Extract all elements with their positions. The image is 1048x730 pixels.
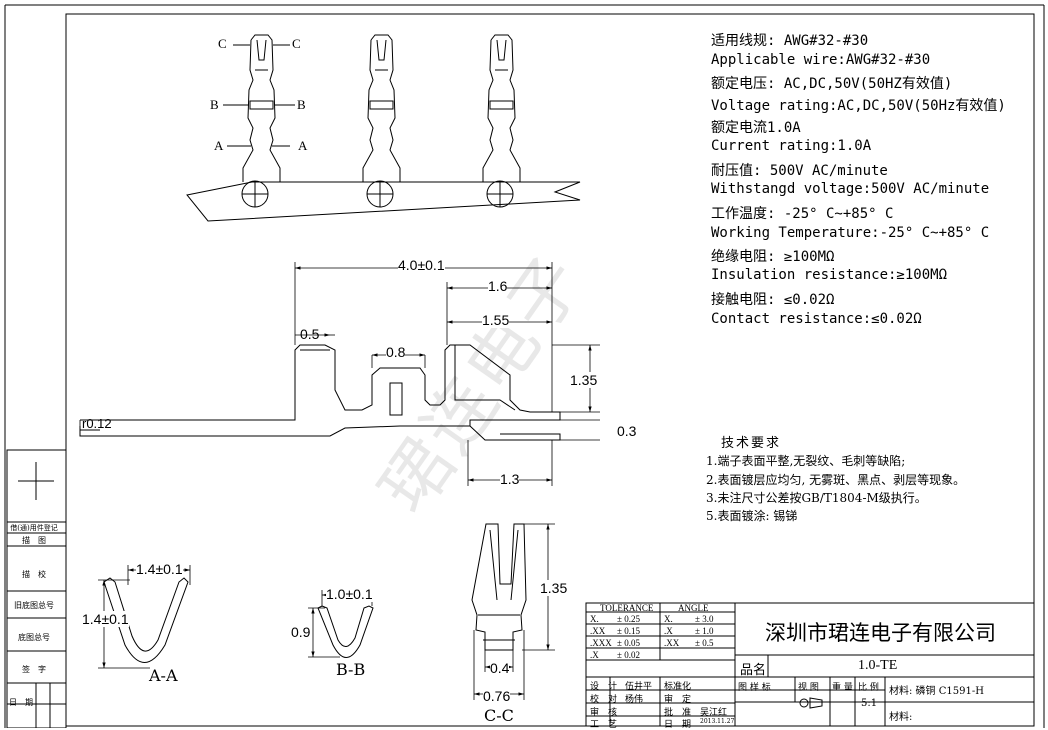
dim-cc-width: 0.4 <box>490 660 510 676</box>
product-label: 品名 <box>740 663 767 678</box>
ang-val: ± 0.5 <box>695 638 714 648</box>
side-label: 底图总号 <box>18 633 50 642</box>
tol-val: ± 0.05 <box>617 638 640 648</box>
label-a-left: A <box>214 138 224 153</box>
dim-cc-height: 1.35 <box>540 580 568 596</box>
tol-key: X. <box>590 614 599 624</box>
side-label: 签 字 <box>22 665 46 674</box>
signoff-name: 吴江红 <box>700 708 728 718</box>
angle-header: ANGLE <box>678 603 709 613</box>
dim-bb-height: 0.9 <box>291 624 311 640</box>
spec-line: 适用线规: AWG#32-#30 <box>711 33 869 49</box>
requirements-title: 技术要求 <box>721 436 782 451</box>
dim-0-8: 0.8 <box>386 344 406 360</box>
ang-val: ± 3.0 <box>695 614 714 624</box>
product-value: 1.0-TE <box>858 658 898 673</box>
spec-line: Applicable wire:AWG#32-#30 <box>711 52 931 68</box>
signoff-role: 审 核 <box>590 708 618 718</box>
title-block <box>585 602 1035 727</box>
dim-1-3: 1.3 <box>500 471 520 487</box>
section-label-cc: C-C <box>484 706 514 725</box>
dim-0-3: 0.3 <box>617 423 637 439</box>
label-c-right: C <box>292 36 301 51</box>
label-a-right: A <box>298 138 308 153</box>
spec-line: Current rating:1.0A <box>711 138 872 154</box>
tol-key: .XXX <box>590 638 612 648</box>
ang-val: ± 1.0 <box>695 626 714 636</box>
section-aa-shape <box>103 577 189 663</box>
dim-aa-height: 1.4±0.1 <box>82 611 129 627</box>
terminal-side-view <box>79 344 561 437</box>
side-label: 借(通)用件登记 <box>10 524 58 532</box>
spec-line: 额定电压: AC,DC,50V(50HZ有效值) <box>711 76 953 92</box>
company-name: 深圳市珺连电子有限公司 <box>765 621 996 645</box>
label-b-right: B <box>297 97 306 112</box>
tolerance-header: TOLERANCE <box>600 603 654 613</box>
dim-bb-width: 1.0±0.1 <box>326 586 373 602</box>
dim-length: 4.0±0.1 <box>398 257 445 273</box>
dim-1-6: 1.6 <box>488 278 508 294</box>
side-label: 日 期 <box>9 698 33 707</box>
signoff-name: 杨伟 <box>625 695 644 705</box>
ang-key: .XX <box>664 638 680 648</box>
sheet-label: 图 样 标 <box>738 683 771 693</box>
dim-aa-width: 1.4±0.1 <box>136 561 183 577</box>
signoff-role: 批 准 <box>664 708 692 718</box>
signoff-name: 伍井平 <box>625 682 653 692</box>
requirement-item: 2.表面镀层应均匀, 无雾斑、黑点、剥层等现象。 <box>706 473 966 487</box>
spec-line: Working Temperature:-25° C~+85° C <box>711 225 990 241</box>
ang-key: X. <box>664 614 673 624</box>
spec-line: Withstangd voltage:500V AC/minute <box>711 181 990 197</box>
signoff-role: 标准化 <box>664 682 692 692</box>
requirement-item: 3.未注尺寸公差按GB/T1804-M级执行。 <box>706 491 927 505</box>
sheet-label: 视 图 <box>798 683 819 693</box>
signoff-role: 工 艺 <box>590 720 618 730</box>
signoff-role: 设 计 <box>590 682 618 692</box>
signoff-role: 校 对 <box>590 695 618 705</box>
label-b-left: B <box>210 97 219 112</box>
material-1: 材料: 磷铜 C1591-H <box>889 686 984 697</box>
spec-line: 接触电阻: ≤0.02Ω <box>711 292 835 308</box>
section-bb-shape <box>317 605 374 658</box>
tol-val: ± 0.02 <box>617 650 640 660</box>
carrier-strip <box>186 181 581 222</box>
spec-line: 耐压值: 500V AC/minute <box>711 163 888 179</box>
section-label-aa: A-A <box>149 666 178 685</box>
side-label: 描 图 <box>22 536 46 545</box>
dim-cc-width2: 0.76 <box>483 688 511 704</box>
side-label: 旧底图总号 <box>14 601 54 610</box>
side-column <box>6 449 67 728</box>
sheet-label: 重 量 <box>832 683 853 693</box>
spec-line: Contact resistance:≤0.02Ω <box>711 311 922 327</box>
tol-key: .XX <box>590 626 606 636</box>
scale-value: 5:1 <box>861 698 878 709</box>
signoff-role: 日 期 <box>664 720 692 730</box>
dim-r0-12: r0.12 <box>82 416 112 431</box>
side-label: 描 校 <box>22 570 46 579</box>
label-c-left: C <box>218 36 227 51</box>
spec-line: Voltage rating:AC,DC,50V(50Hz有效值) <box>711 98 1006 114</box>
spec-line: Insulation resistance:≥100MΩ <box>711 267 948 283</box>
spec-line: 工作温度: -25° C~+85° C <box>711 206 894 222</box>
tol-key: .X <box>590 650 599 660</box>
signoff-date: 2013.11.27 <box>700 718 735 725</box>
inner-border <box>65 13 1035 727</box>
tol-val: ± 0.15 <box>617 626 640 636</box>
requirement-item: 5.表面镀涂: 锡锑 <box>706 509 798 523</box>
signoff-role: 审 定 <box>664 695 692 705</box>
requirement-item: 1.端子表面平整,无裂纹、毛刺等缺陷; <box>706 454 906 468</box>
section-cc-shape <box>471 523 527 651</box>
dim-1-35-side: 1.35 <box>570 372 598 388</box>
material-2: 材料: <box>889 712 913 723</box>
sheet-label: 比 例 <box>858 683 879 693</box>
dim-0-5: 0.5 <box>300 326 320 342</box>
spec-line: 绝缘电阻: ≥100MΩ <box>711 249 835 265</box>
spec-line: 额定电流1.0A <box>711 120 801 136</box>
dim-1-55: 1.55 <box>482 312 510 328</box>
ang-key: .X <box>664 626 673 636</box>
tol-val: ± 0.25 <box>617 614 640 624</box>
section-label-bb: B-B <box>336 660 366 679</box>
